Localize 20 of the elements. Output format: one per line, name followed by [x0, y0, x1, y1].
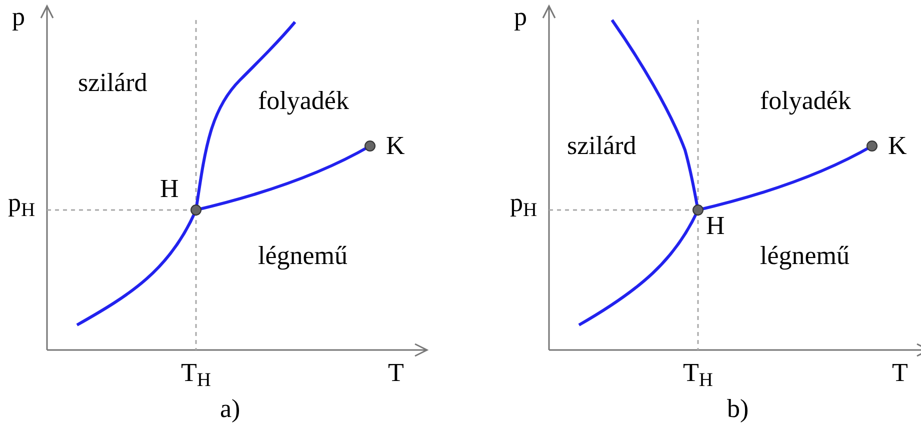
axis-label: szilárd — [78, 70, 148, 96]
axis-label: p$_{H}$ — [8, 190, 36, 216]
axis-label: T — [892, 360, 908, 386]
axis-label: H — [160, 176, 179, 202]
axis-label: p — [12, 4, 25, 30]
axis-label: folyadék — [760, 88, 851, 114]
axis-label: b) — [727, 396, 749, 422]
axis-label: szilárd — [567, 133, 636, 159]
axis-label: légnemű — [258, 243, 348, 269]
axis-label: p$_{H}$ — [510, 190, 538, 216]
axis-label: T — [388, 360, 404, 386]
axis-label: T$_{H}$ — [181, 360, 211, 386]
axis-label: a) — [220, 396, 240, 422]
axis-label: K — [386, 133, 405, 159]
axis-label: légnemű — [760, 243, 850, 269]
axis-label: K — [888, 133, 907, 159]
axis-label: T$_{H}$ — [683, 360, 713, 386]
axis-label: p — [514, 4, 527, 30]
axis-label: folyadék — [258, 88, 349, 114]
axis-label: H — [706, 213, 725, 239]
